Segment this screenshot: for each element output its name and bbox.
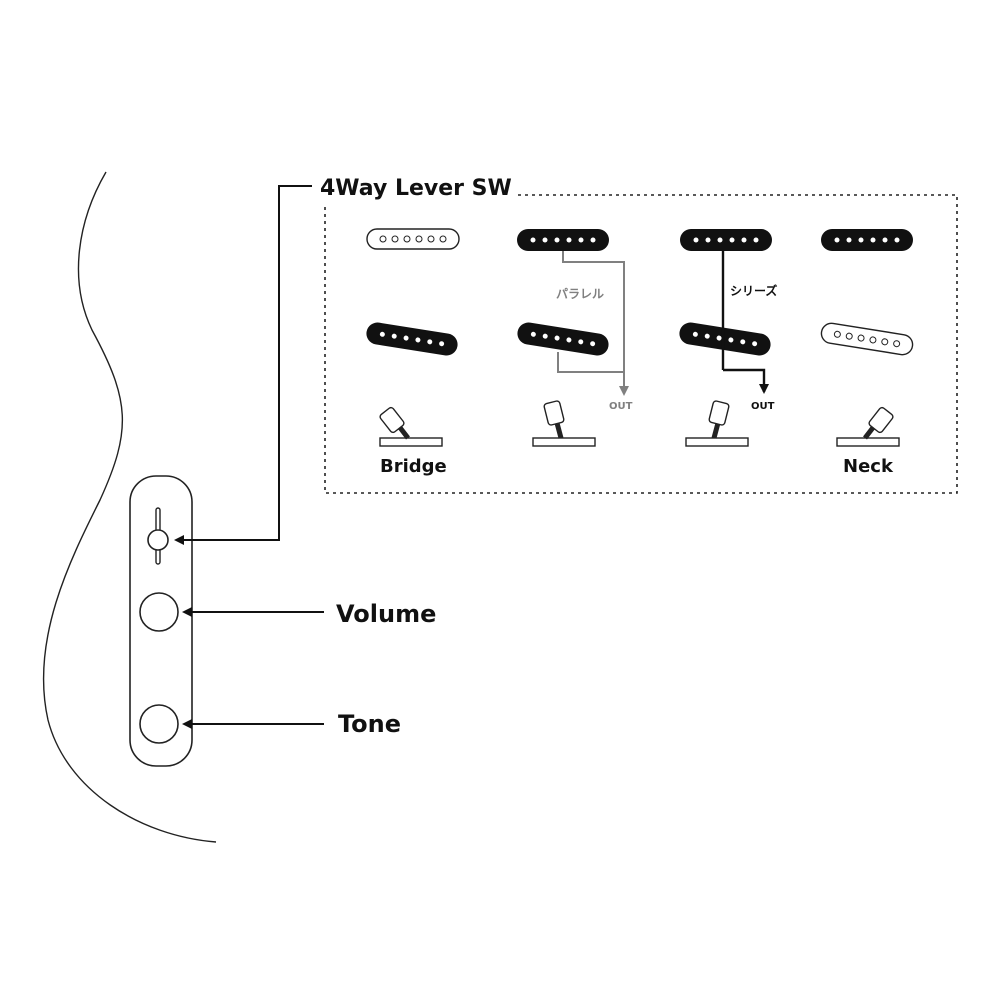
guitar-body-outline [42,171,217,843]
position-2-lever-icon [532,400,596,447]
lever-switch-icon[interactable] [147,507,169,565]
parallel-wire [557,251,629,396]
switch-title: 4Way Lever SW [320,176,512,201]
series-wire [721,251,769,394]
bridge-label: Bridge [380,456,447,477]
position-4-bridge-pickup-off [820,322,914,356]
parallel-label: パラレル [556,287,604,301]
position-2-bridge-pickup-on [517,322,609,356]
tone-knob[interactable] [139,704,179,744]
neck-label: Neck [843,456,894,477]
position-1-bridge-pickup-on [366,322,458,356]
position-3-lever-icon [685,400,749,447]
positions-panel-border [324,194,958,494]
volume-knob[interactable] [139,592,179,632]
position-1-neck-pickup-off [366,228,460,250]
position-4-neck-pickup-on [821,229,913,251]
series-label: シリーズ [730,283,777,298]
series-out-label: OUT [751,401,775,412]
volume-label: Volume [336,600,436,628]
position-4-lever-icon [836,406,900,447]
parallel-out-label: OUT [609,401,633,412]
position-1-lever-icon [379,406,443,447]
position-3-neck-pickup-on [680,229,772,251]
position-3-bridge-pickup-on [679,322,771,356]
position-2-neck-pickup-on [517,229,609,251]
switch-leader-line [174,185,312,545]
tone-label: Tone [338,710,401,738]
